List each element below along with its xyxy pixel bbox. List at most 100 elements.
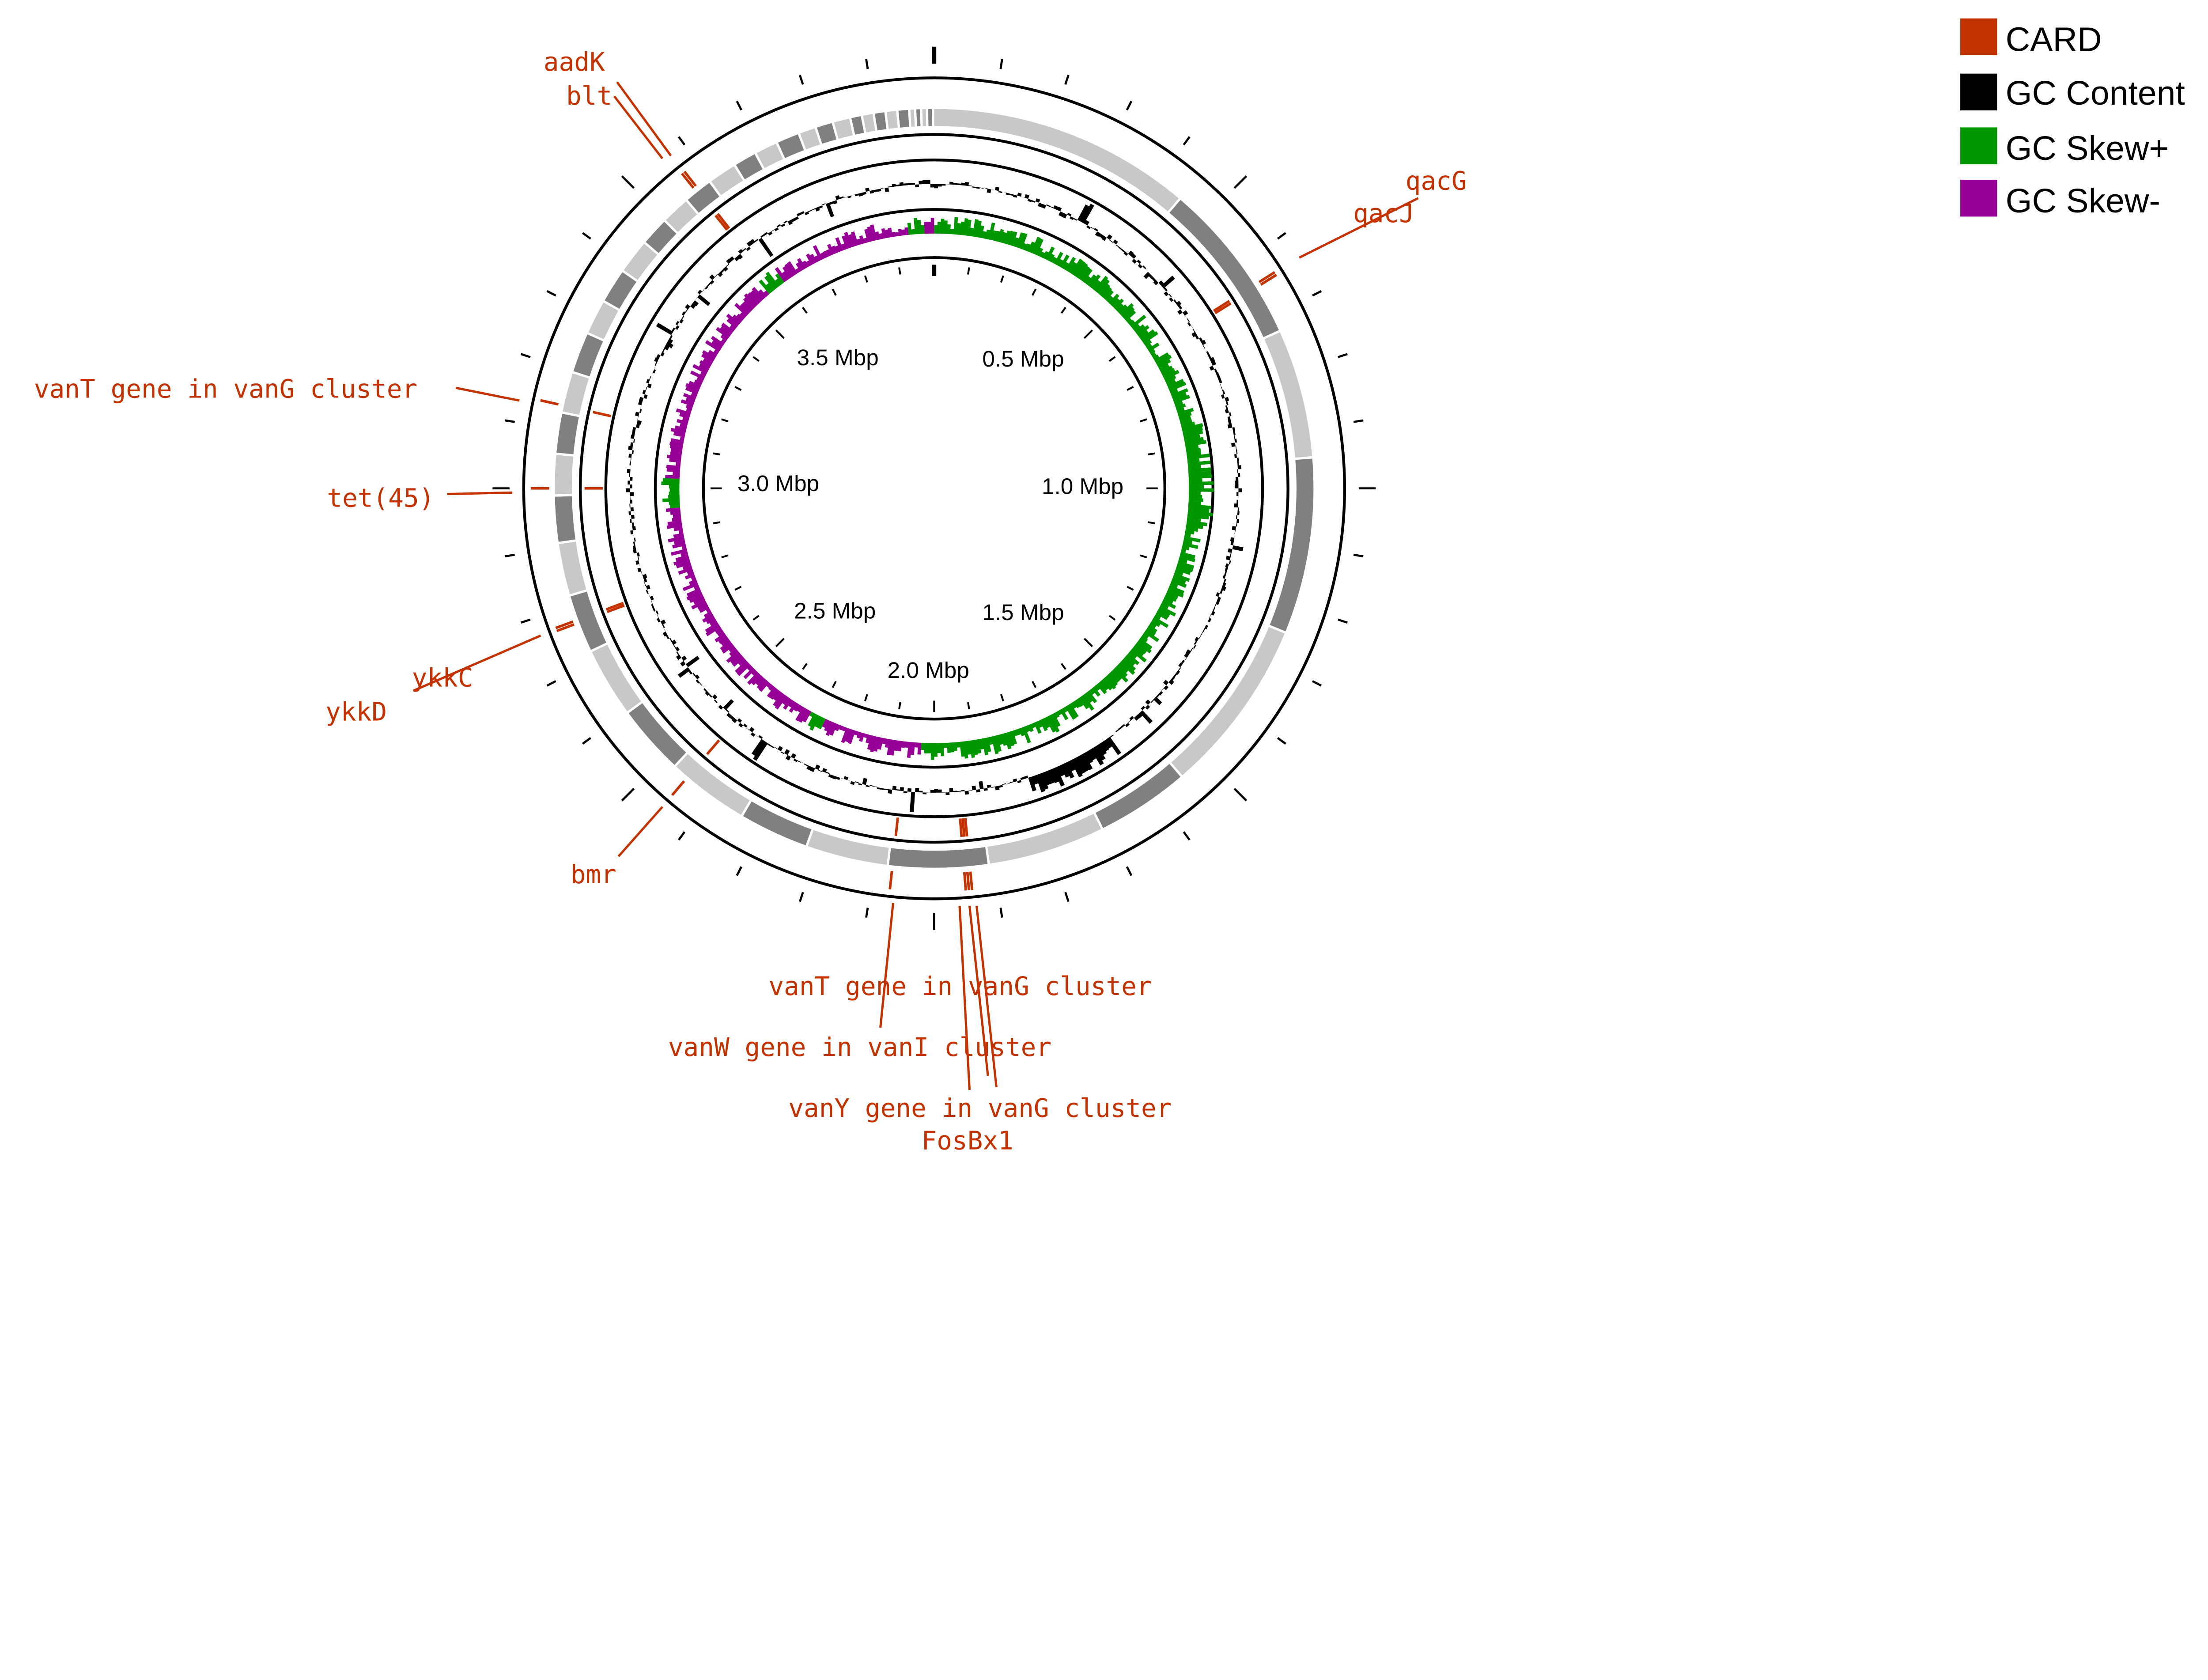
card-feature-mark (606, 604, 625, 613)
feature-label-vanW: vanW gene in vanI cluster (668, 1032, 1051, 1062)
scale-tick (999, 908, 1003, 918)
tick-label-2.5: 2.5 Mbp (794, 598, 876, 624)
scale-tick (1126, 866, 1133, 876)
feature-label-blt: blt (566, 81, 612, 111)
inner-scale-tick (1148, 521, 1155, 525)
inner-scale-tick (1032, 681, 1037, 688)
inner-scale-tick (802, 663, 808, 670)
inner-scale-tick (898, 702, 901, 710)
inner-scale-tick (832, 681, 837, 688)
inner-scale-tick (967, 702, 970, 710)
scale-tick (546, 680, 556, 687)
outer-ring (522, 76, 1346, 901)
legend-label-gc-skew-plus: GC Skew+ (2006, 129, 2169, 167)
contig-block (688, 183, 719, 213)
contig-block (756, 144, 783, 168)
contig-block (922, 109, 926, 126)
card-feature-mark (605, 602, 624, 611)
inner-scale-tick (752, 356, 760, 362)
scale-tick (1312, 680, 1322, 687)
scale-tick (799, 75, 804, 85)
contig-block (559, 541, 586, 594)
scale-tick (505, 419, 515, 423)
legend-swatch-gc-skew-minus (1960, 180, 1997, 217)
contig-block (808, 830, 889, 865)
inner-scale-tick (713, 521, 721, 525)
card-feature-mark (593, 411, 612, 417)
scale-tick (1353, 553, 1364, 558)
contig-block (910, 110, 915, 127)
contig-block (886, 111, 898, 129)
gc-skew-outer-ring (654, 208, 1214, 769)
scale-tick (1277, 737, 1286, 745)
legend-label-card: CARD (2006, 20, 2102, 58)
inner-scale-tick (775, 329, 785, 339)
inner-scale-tick (721, 418, 729, 423)
scale-tick (1233, 787, 1248, 802)
legend-swatch-gc-skew-plus (1960, 127, 1997, 164)
feature-label-vanT-left: vanT gene in vanG cluster (34, 374, 417, 404)
scale-tick (865, 59, 869, 69)
card-feature-mark (555, 620, 574, 629)
card-feature-marks (530, 170, 1277, 891)
contig-block (987, 814, 1101, 864)
inner-scale-tick (721, 554, 729, 559)
scale-tick (520, 353, 531, 358)
inner-scale-tick (967, 267, 970, 275)
card-feature-mark (966, 872, 971, 891)
card-feature-mark (961, 818, 966, 837)
scale-tick (1064, 75, 1070, 85)
contig-block (624, 244, 658, 280)
scale-tick (1277, 232, 1286, 240)
card-feature-mark (556, 623, 575, 632)
inner-scale-tick (864, 694, 868, 702)
card-feature-mark (715, 215, 728, 231)
inner-scale-tick (752, 615, 760, 621)
scale-tick (1064, 892, 1070, 902)
inner-scale-tick (734, 386, 742, 391)
inner-scale-tick (1083, 638, 1093, 647)
scale-tick (520, 618, 531, 624)
contig-block (665, 201, 697, 232)
inner-scale-tick (1140, 554, 1147, 559)
contig-block (889, 847, 988, 868)
inner-scale-tick (713, 452, 721, 456)
scale-tick (736, 866, 742, 876)
scale-tick (505, 553, 515, 558)
inner-scale-tick (864, 275, 868, 283)
feature-label-ykkD: ykkD (325, 696, 387, 726)
card-feature-mark (540, 399, 559, 406)
contig-block (571, 591, 606, 650)
scale-tick (582, 232, 591, 240)
contig-block (928, 109, 932, 126)
inner-scale-tick (1083, 329, 1093, 339)
scale-tick (678, 831, 686, 841)
contig-block (646, 222, 677, 253)
contig-block (1095, 764, 1181, 828)
contig-block (592, 644, 641, 711)
inner-ring (702, 256, 1167, 721)
contig-block (851, 116, 864, 135)
scale-tick (1183, 136, 1191, 146)
inner-scale-tick (1032, 288, 1037, 296)
tick-label-3.0: 3.0 Mbp (737, 471, 819, 496)
scale-tick (546, 290, 556, 297)
contig-block (588, 302, 619, 340)
scale-tick (678, 136, 686, 146)
contig-block (875, 112, 887, 131)
contig-block (573, 334, 603, 377)
tick-label-2.0: 2.0 Mbp (888, 658, 969, 683)
scale-tick (865, 908, 869, 918)
contig-block (1171, 627, 1285, 776)
card-feature-mark (894, 817, 899, 836)
inner-scale-tick (1127, 586, 1134, 591)
scale-tick (799, 892, 804, 902)
contig-block (916, 109, 921, 127)
scale-tick (1126, 100, 1133, 111)
card-feature-mark (1214, 302, 1232, 314)
legend-swatch-card (1960, 18, 1997, 55)
tick-label-1.0: 1.0 Mbp (1042, 474, 1123, 499)
feature-label-vanY: vanY gene in vanG cluster (788, 1093, 1172, 1123)
inner-scale-tick (1108, 615, 1116, 621)
feature-label-tet45: tet(45) (327, 483, 434, 513)
